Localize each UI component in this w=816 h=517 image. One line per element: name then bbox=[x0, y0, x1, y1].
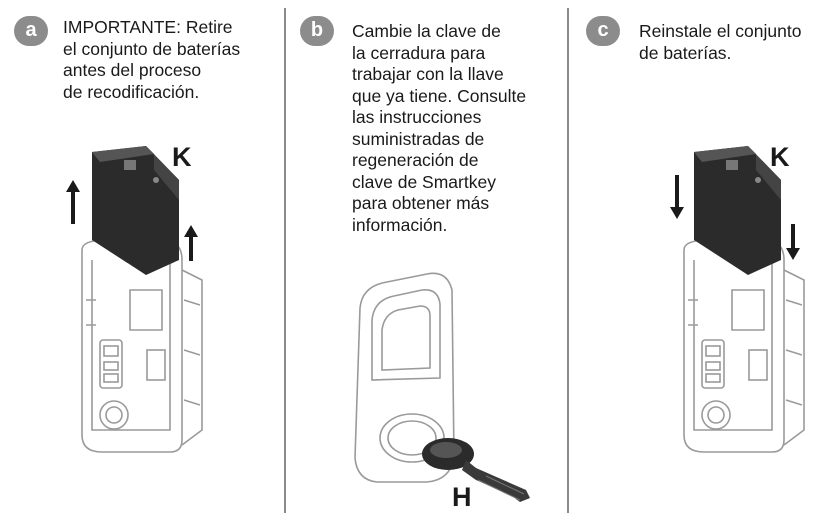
step-b-badge: b bbox=[300, 16, 334, 46]
key-icon bbox=[422, 438, 530, 502]
step-b-instructions: Cambie la clave de la cerradura para tra… bbox=[352, 21, 527, 235]
panel-divider bbox=[284, 8, 286, 513]
step-c-instructions: Reinstale el conjunto de baterías. bbox=[639, 21, 802, 63]
panel-divider bbox=[567, 8, 569, 513]
step-b-panel: b Cambie la clave de la cerradura para t… bbox=[290, 0, 560, 517]
arrow-down-icon bbox=[670, 175, 684, 219]
step-a-badge: a bbox=[14, 16, 48, 46]
key-label-h: H bbox=[452, 482, 472, 512]
step-a-instructions: IMPORTANTE: Retire el conjunto de baterí… bbox=[63, 17, 241, 102]
arrow-up-icon bbox=[66, 180, 80, 224]
step-c-badge: c bbox=[586, 16, 620, 46]
battery-pack-illustration bbox=[92, 146, 179, 275]
battery-pack-illustration bbox=[694, 146, 781, 275]
battery-label-k: K bbox=[172, 142, 192, 172]
arrow-up-icon bbox=[184, 225, 198, 261]
battery-label-k: K bbox=[770, 142, 790, 172]
arrow-down-icon bbox=[786, 224, 800, 260]
step-a-panel: a IMPORTANTE: Retire el conjunto de bate… bbox=[0, 0, 280, 517]
step-c-panel: c Reinstale el conjunto de baterías. bbox=[574, 0, 816, 517]
